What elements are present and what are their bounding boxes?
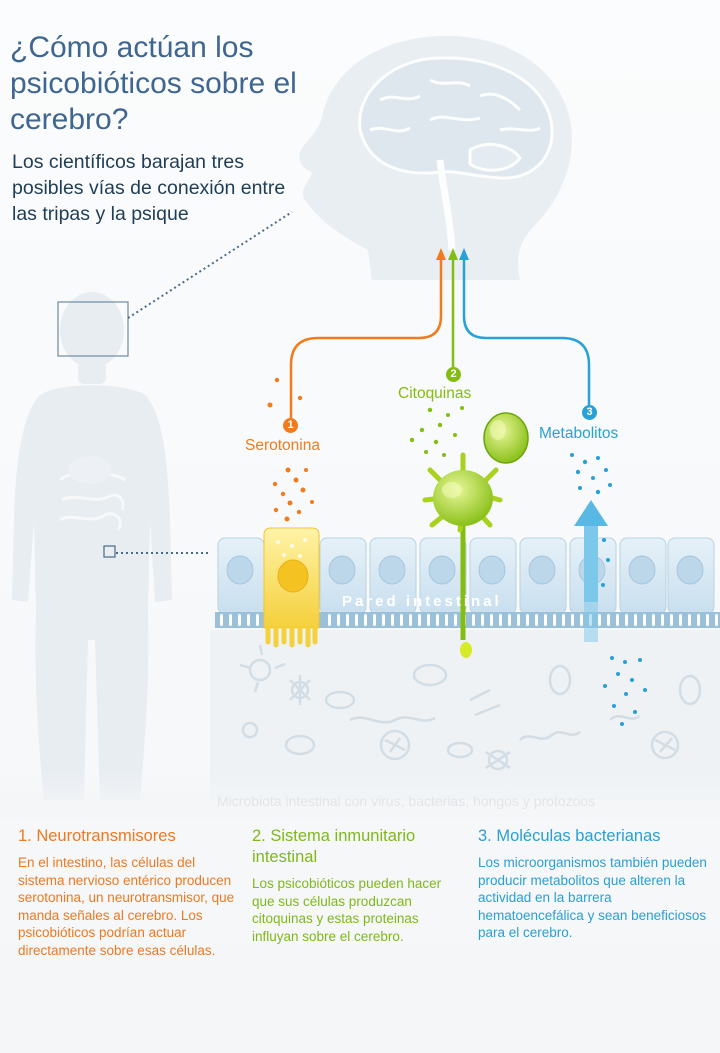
epithelial-cell: [519, 537, 567, 615]
serotonin-pathway: [289, 248, 446, 418]
pathway-label-metabolites: Metabolitos: [539, 425, 619, 442]
microbes: [239, 644, 702, 771]
column-heading-1: 1. Neurotransmisores: [18, 827, 176, 845]
serotonin-dots: [267, 377, 314, 522]
intestinal-wall-label: Pared intestinal: [342, 593, 502, 610]
column-immune-system: 2. Sistema inmunitario intestinal Los ps…: [252, 826, 466, 945]
epithelial-cell: [217, 537, 265, 615]
page-subtitle: Los científicos barajan tres posibles ví…: [12, 151, 286, 225]
pathway-number-2: 2: [446, 367, 461, 382]
metabolite-arrow: [574, 500, 608, 642]
epithelial-cell: [419, 537, 467, 615]
gut-zoom-box: [103, 545, 116, 558]
brain-icon: [358, 56, 554, 251]
immune-cell: [422, 412, 529, 658]
metabolite-dots-lower: [603, 656, 647, 726]
microbiota-label: Microbiota intestinal con virus, bacteri…: [217, 793, 596, 809]
pathway-label-cytokines: Citoquinas: [398, 385, 472, 402]
column-text-3: Los microorganismos también pueden produ…: [478, 855, 707, 940]
metabolite-dots: [570, 453, 612, 587]
head-pointer-line: [127, 211, 293, 319]
intestine-icon: [58, 456, 126, 531]
metabolite-pathway: [459, 248, 591, 405]
cytokine-dots: [409, 406, 464, 457]
cytokine-pathway: [448, 248, 458, 367]
page-title: ¿Cómo actúan los psicobióticos sobre el …: [10, 31, 297, 136]
head-silhouette: [299, 35, 572, 280]
head-zoom-box: [57, 301, 129, 357]
serotonin-cell: [263, 527, 320, 648]
column-neurotransmitters: 1. Neurotransmisores En el intestino, la…: [18, 826, 240, 959]
pathway-number-3: 3: [582, 405, 597, 420]
epithelial-cell: [667, 537, 715, 615]
epithelial-cell: [369, 537, 417, 615]
epithelial-cell: [619, 537, 667, 615]
villi: [220, 614, 718, 626]
column-bacterial-molecules: 3. Moléculas bacterianas Los microorgani…: [478, 826, 714, 942]
epithelial-cell: [319, 537, 367, 615]
body-silhouette: [12, 292, 172, 800]
column-text-2: Los psicobióticos pueden hacer que sus c…: [252, 876, 442, 944]
column-heading-2: 2. Sistema inmunitario intestinal: [252, 827, 416, 866]
column-text-1: En el intestino, las células del sistema…: [18, 855, 235, 958]
pathway-label-serotonin: Serotonina: [245, 437, 320, 454]
pathway-number-1: 1: [283, 418, 298, 433]
column-heading-3: 3. Moléculas bacterianas: [478, 827, 661, 845]
